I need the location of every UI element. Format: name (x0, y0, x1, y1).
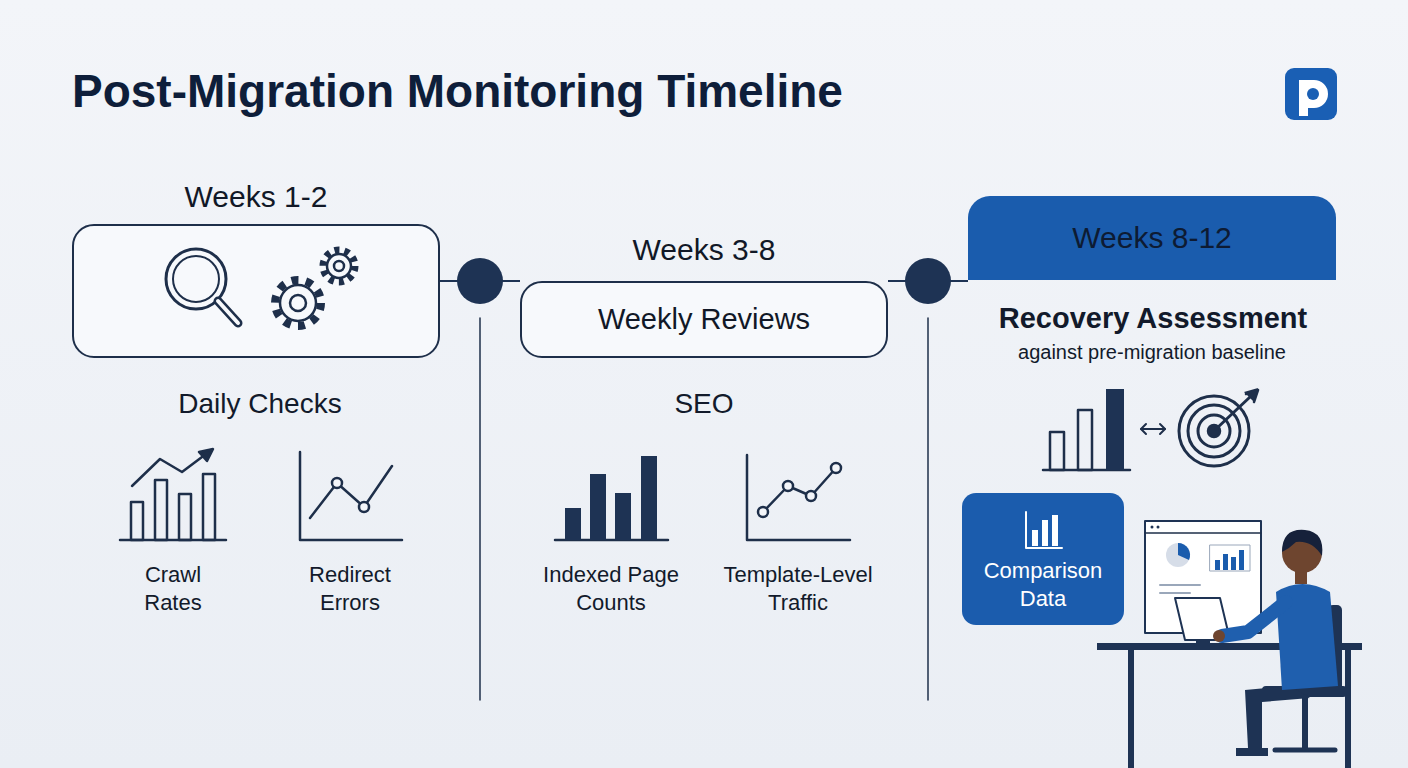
monitor-chart (1210, 545, 1250, 571)
chart-axis (747, 455, 850, 540)
target-fletching (1244, 388, 1258, 402)
chart-point (783, 481, 793, 491)
person-legs (1245, 686, 1310, 748)
bar-icon (590, 474, 606, 540)
bar-icon (1032, 530, 1038, 546)
gear-icon (334, 261, 344, 271)
bar-icon (1106, 389, 1124, 470)
person-shoe (1236, 748, 1268, 756)
trend-arrowhead (199, 449, 213, 461)
bar-icon (155, 480, 167, 540)
target-icon (1179, 396, 1249, 466)
chair-post (1302, 697, 1308, 748)
metric-label: Crawl Rates (118, 561, 228, 617)
box-label: Comparison Data (970, 557, 1116, 613)
subtitle-note: against pre-migration baseline (942, 340, 1362, 364)
bar-icon (203, 474, 215, 540)
pie-slice (1178, 543, 1190, 560)
phase-tab: Weeks 8-12 (968, 196, 1336, 280)
person-hand (1213, 630, 1225, 642)
chart-point (758, 507, 768, 517)
diagram-title: Post-Migration Monitoring Timeline (72, 64, 843, 118)
bar-icon (1215, 560, 1220, 570)
bar-icon (1223, 554, 1228, 570)
section-heading: Recovery Assessment (943, 300, 1363, 336)
bar-icon (1231, 557, 1236, 570)
desk-leg (1345, 650, 1351, 768)
pie-chart (1166, 543, 1190, 567)
line-chart (310, 466, 392, 518)
phase-box: Weeks 1-2 (72, 224, 440, 358)
bar-icon (1052, 515, 1058, 546)
chart-point (332, 478, 342, 488)
chart-point (806, 491, 816, 501)
metric-label: Template-Level Traffic (711, 561, 886, 617)
text-line (1160, 592, 1190, 594)
phase-heading: Weeks 8-12 (1072, 220, 1232, 256)
monitor-bar (1145, 532, 1261, 534)
chair-base (1275, 748, 1335, 753)
chart-point (359, 502, 369, 512)
gear-icon (327, 254, 351, 278)
bar-icon (1050, 432, 1064, 470)
line-chart (763, 468, 836, 512)
bar-icon (1078, 410, 1092, 470)
monitor-dot (1151, 526, 1154, 529)
gear-icon (280, 285, 316, 321)
desk-leg (1128, 650, 1134, 768)
divider-line (479, 318, 481, 700)
compare-arrow (1141, 424, 1146, 434)
bar-icon (641, 456, 657, 540)
target-arrow (1216, 397, 1250, 429)
person-hair (1282, 530, 1322, 556)
monitor-dot (1157, 526, 1160, 529)
bar-icon (565, 508, 581, 540)
person-arm (1222, 602, 1286, 636)
logo-tile (1285, 68, 1337, 120)
gear-icon (290, 295, 306, 311)
trend-arrow (132, 454, 206, 486)
bar-icon (131, 502, 143, 540)
chart-point (831, 463, 841, 473)
text-line (1160, 584, 1200, 586)
logo-mark (1299, 80, 1328, 116)
compare-arrow (1141, 428, 1165, 430)
phase-heading: Weeks 1-2 (74, 179, 438, 215)
data-box: Comparison Data (962, 493, 1124, 625)
logo-hole (1307, 88, 1319, 100)
timeline-marker (457, 258, 503, 304)
bar-icon (179, 494, 191, 540)
timeline-marker (905, 258, 951, 304)
divider-line (927, 318, 929, 700)
phase-heading: Weeks 3-8 (522, 232, 886, 268)
chart-axis (300, 452, 402, 540)
metric-label: Indexed Page Counts (524, 561, 699, 617)
section-heading: Daily Checks (100, 387, 420, 421)
bar-icon (1042, 520, 1048, 546)
bar-icon (615, 493, 631, 540)
metric-label: Redirect Errors (295, 561, 405, 617)
section-heading: SEO (584, 387, 824, 421)
phase-title: Weekly Reviews (598, 302, 810, 337)
compare-arrow (1160, 424, 1165, 434)
phase-box: Weeks 3-8Weekly Reviews (520, 281, 888, 358)
bar-icon (1239, 550, 1244, 570)
